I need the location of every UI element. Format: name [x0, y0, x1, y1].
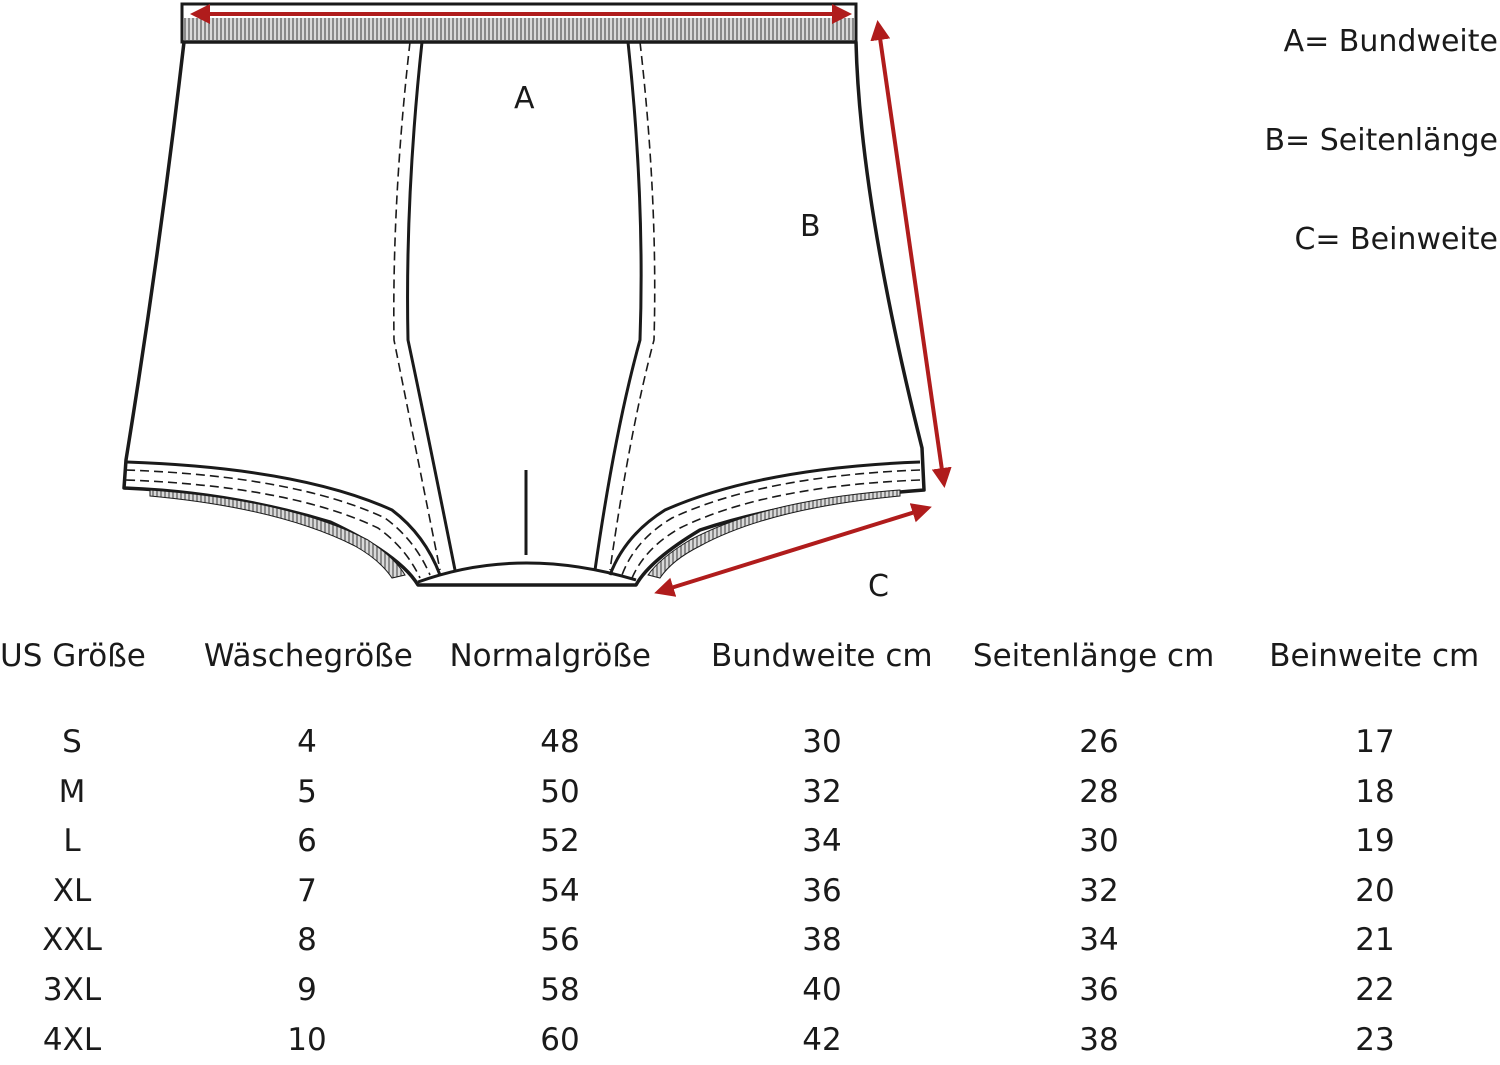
left-panel-stitching	[393, 41, 441, 571]
table-cell: 38	[802, 922, 842, 959]
waistband	[180, 2, 858, 44]
table-cell: 8	[297, 922, 317, 959]
col-header-normal-size: Normalgröße	[449, 638, 651, 674]
table-cell: XXL	[42, 922, 102, 959]
table-cell: 60	[540, 1021, 580, 1058]
table-cell: 6	[297, 823, 317, 860]
table-cell: 20	[1355, 872, 1395, 909]
table-cell: 21	[1355, 922, 1395, 959]
left-panel-seam	[406, 41, 457, 571]
table-cell: 26	[1079, 724, 1119, 760]
col-header-side-length: Seitenlänge cm	[972, 638, 1215, 674]
legend-c: C= Beinweite	[1294, 222, 1498, 257]
table-cell: 34	[1079, 922, 1119, 959]
table-cell: 52	[540, 823, 580, 860]
table-cell: M	[58, 773, 86, 810]
table-cell: 56	[540, 922, 580, 959]
table-row: S 4 48 30 26 17	[0, 718, 1395, 768]
table-cell: 42	[802, 1021, 842, 1058]
right-panel-stitching	[609, 41, 656, 571]
table-cell: 30	[802, 724, 842, 760]
table-cell: 19	[1355, 823, 1395, 860]
table-row: L 6 52 34 30 19	[0, 817, 1394, 867]
col-header-waist-width: Bundweite cm	[710, 638, 933, 674]
table-cell: 5	[297, 773, 317, 810]
col-header-laundry-size: Wäschegröße	[203, 638, 413, 674]
size-table: US Größe Wäschegröße Normalgröße Bundwei…	[0, 628, 1500, 1065]
table-cell: 58	[540, 971, 580, 1008]
table-cell: 40	[802, 971, 842, 1008]
diagram-label-b: B	[800, 209, 821, 244]
table-cell: 4	[297, 724, 317, 760]
left-leg-band	[125, 460, 442, 579]
table-cell: 48	[540, 724, 580, 760]
table-cell: 32	[802, 773, 842, 810]
table-cell: 9	[297, 971, 317, 1008]
arrow-b-side-length	[870, 20, 952, 488]
gusset	[417, 561, 637, 584]
table-cell: 18	[1355, 773, 1395, 810]
table-row: XXL 8 56 38 34 21	[0, 916, 1395, 966]
col-header-leg-width: Beinweite cm	[1269, 638, 1480, 674]
table-cell: S	[62, 724, 82, 760]
table-cell: 22	[1355, 971, 1395, 1008]
table-row: 4XL 10 60 42 38 23	[0, 1016, 1395, 1065]
table-cell: 36	[802, 872, 842, 909]
diagram-label-c: C	[868, 569, 889, 604]
table-row: M 5 50 32 28 18	[0, 768, 1395, 818]
diagram-label-a: A	[514, 81, 535, 116]
table-cell: 36	[1079, 971, 1119, 1008]
table-row: XL 7 54 36 32 20	[0, 867, 1395, 917]
col-header-us-size: US Größe	[0, 638, 146, 674]
table-cell: 34	[802, 823, 842, 860]
table-cell: 7	[297, 872, 317, 909]
right-panel-seam	[593, 41, 643, 571]
table-cell: 54	[540, 872, 580, 909]
table-cell: 10	[287, 1021, 327, 1058]
table-header-row: US Größe Wäschegröße Normalgröße Bundwei…	[0, 628, 1500, 684]
arrow-c-leg-width	[654, 503, 932, 597]
table-cell: 50	[540, 773, 580, 810]
table-cell: 30	[1079, 823, 1119, 860]
boxer-shorts-diagram: A B C	[122, 2, 952, 604]
table-cell: 3XL	[42, 971, 102, 1008]
table-row: 3XL 9 58 40 36 22	[0, 966, 1395, 1016]
table-cell: XL	[52, 872, 92, 909]
table-cell: 32	[1079, 872, 1119, 909]
table-cell: 23	[1355, 1021, 1395, 1058]
table-cell: 38	[1079, 1021, 1119, 1058]
legend-b: B= Seitenlänge	[1264, 123, 1498, 158]
table-cell: 28	[1079, 773, 1119, 810]
table-cell: 17	[1355, 724, 1395, 760]
table-cell: 4XL	[42, 1021, 102, 1058]
legend-a: A= Bundweite	[1283, 24, 1498, 59]
table-cell: L	[63, 823, 81, 860]
